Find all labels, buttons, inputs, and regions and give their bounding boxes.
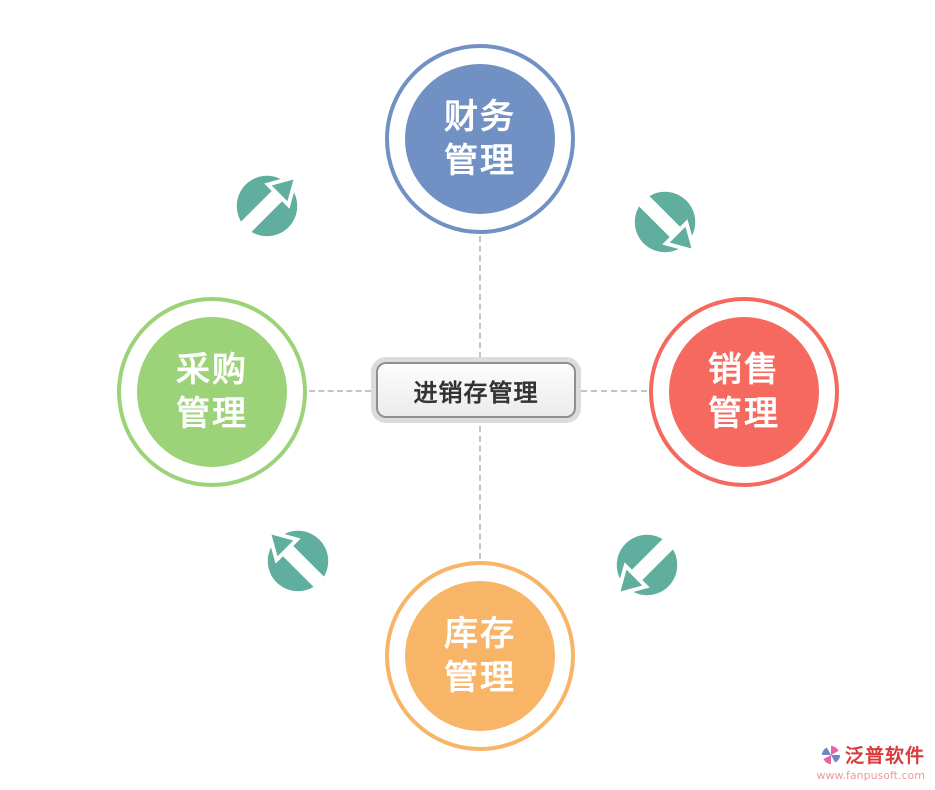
node-sales-label-line1: 销售 xyxy=(708,349,780,390)
node-sales-inner: 销售 管理 xyxy=(669,317,819,467)
connector-center-to-left xyxy=(309,390,371,392)
node-finance-label-line1: 财务 xyxy=(444,96,516,137)
node-finance-label-line2: 管理 xyxy=(444,141,516,181)
node-inventory-management: 库存 管理 xyxy=(385,561,575,751)
cycle-arrow-up-left-icon xyxy=(259,522,337,600)
watermark: 泛普软件 www.fanpusoft.com xyxy=(817,741,925,782)
node-inventory-inner: 库存 管理 xyxy=(405,581,555,731)
cycle-arrow-down-left-icon xyxy=(608,526,686,604)
node-finance-management: 财务 管理 xyxy=(385,44,575,234)
node-purchase-inner: 采购 管理 xyxy=(137,317,287,467)
node-purchase-label-line1: 采购 xyxy=(176,349,248,390)
center-node-jinxiaocun: 进销存管理 xyxy=(376,362,576,418)
watermark-brand-text: 泛普软件 xyxy=(844,745,925,767)
center-node-label: 进销存管理 xyxy=(413,378,539,407)
cycle-arrow-down-right-icon xyxy=(626,183,704,261)
cycle-arrow-up-right-icon xyxy=(228,167,306,245)
node-purchase-management: 采购 管理 xyxy=(117,297,307,487)
node-purchase-label-line2: 管理 xyxy=(176,394,248,434)
fanpu-logo-icon xyxy=(821,745,841,764)
node-finance-inner: 财务 管理 xyxy=(405,64,555,214)
connector-center-to-top xyxy=(479,236,481,358)
node-sales-management: 销售 管理 xyxy=(649,297,839,487)
node-sales-label-line2: 管理 xyxy=(708,394,780,434)
connector-center-to-bottom xyxy=(479,426,481,559)
connector-center-to-right xyxy=(581,390,647,392)
node-inventory-label-line2: 管理 xyxy=(444,658,516,698)
node-inventory-label-line1: 库存 xyxy=(444,613,516,654)
watermark-website-text: www.fanpusoft.com xyxy=(816,769,925,782)
